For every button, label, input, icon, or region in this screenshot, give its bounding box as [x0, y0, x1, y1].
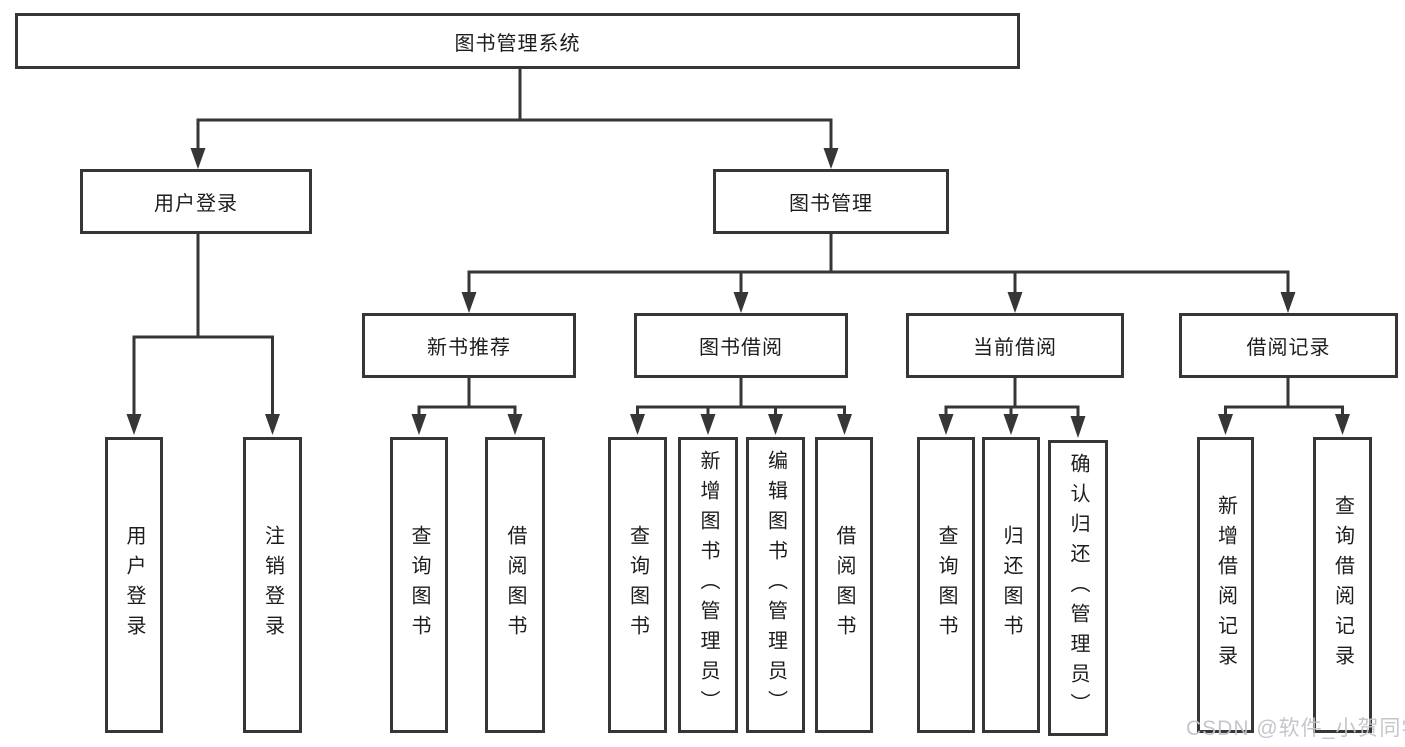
leaf-bb-edit-books-admin: 编辑图书（管理员）: [746, 437, 805, 733]
node-borrow-records-label: 借阅记录: [1246, 337, 1331, 359]
leaf-bb-borrow-books-label: 借阅图书: [833, 525, 855, 645]
node-new-book-rec-label: 新书推荐: [427, 337, 511, 359]
node-borrow-records: 借阅记录: [1179, 313, 1398, 378]
leaf-nbr-query-books: 查询图书: [390, 437, 448, 733]
leaf-br-query-record: 查询借阅记录: [1313, 437, 1372, 733]
node-user-login-group: 用户登录: [80, 169, 312, 234]
leaf-nbr-borrow-books: 借阅图书: [485, 437, 545, 733]
leaf-br-add-record: 新增借阅记录: [1197, 437, 1254, 733]
leaf-bb-add-books-admin-label: 新增图书（管理员）: [697, 450, 719, 720]
node-book-borrow-label: 图书借阅: [699, 337, 783, 359]
leaf-logout: 注销登录: [243, 437, 302, 733]
leaf-br-add-record-label: 新增借阅记录: [1214, 495, 1237, 675]
leaf-user-login-label: 用户登录: [123, 525, 145, 645]
node-book-mgmt-label: 图书管理: [789, 193, 873, 215]
node-root-label: 图书管理系统: [454, 32, 581, 55]
leaf-cb-query-books: 查询图书: [917, 437, 975, 733]
leaf-cb-confirm-return-admin: 确认归还（管理员）: [1048, 440, 1108, 736]
node-book-borrow: 图书借阅: [634, 313, 848, 378]
connector-borrow-records-to-leaves: [1218, 378, 1350, 435]
node-user-login-group-label: 用户登录: [154, 193, 238, 215]
node-new-book-rec: 新书推荐: [362, 313, 576, 378]
leaf-br-query-record-label: 查询借阅记录: [1331, 495, 1354, 675]
connector-book-borrow-to-leaves: [630, 378, 852, 435]
leaf-user-login: 用户登录: [105, 437, 163, 733]
connector-user-login-to-leaves: [126, 234, 280, 435]
leaf-nbr-borrow-books-label: 借阅图书: [504, 525, 526, 645]
node-current-borrow: 当前借阅: [906, 313, 1124, 378]
connector-current-borrow-to-leaves: [938, 378, 1086, 438]
leaf-cb-return-books: 归还图书: [982, 437, 1040, 733]
node-current-borrow-label: 当前借阅: [973, 337, 1057, 359]
leaf-bb-edit-books-admin-label: 编辑图书（管理员）: [764, 450, 787, 720]
connector-new-book-rec-to-leaves: [411, 378, 523, 435]
leaf-bb-add-books-admin: 新增图书（管理员）: [678, 437, 738, 733]
leaf-nbr-query-books-label: 查询图书: [408, 525, 430, 645]
leaf-logout-label: 注销登录: [261, 525, 284, 645]
leaf-cb-confirm-return-admin-label: 确认归还（管理员）: [1067, 453, 1089, 723]
leaf-bb-query-books-label: 查询图书: [626, 525, 649, 645]
watermark: CSDN @软件_小贺同学: [1186, 717, 1405, 740]
connector-book-mgmt-to-level3: [461, 234, 1296, 313]
node-root: 图书管理系统: [15, 13, 1020, 69]
leaf-cb-return-books-label: 归还图书: [1000, 525, 1022, 645]
leaf-cb-query-books-label: 查询图书: [935, 525, 957, 645]
node-book-mgmt: 图书管理: [713, 169, 949, 234]
leaf-bb-query-books: 查询图书: [608, 437, 667, 733]
leaf-bb-borrow-books: 借阅图书: [815, 437, 873, 733]
connector-root-to-level2: [190, 68, 839, 169]
